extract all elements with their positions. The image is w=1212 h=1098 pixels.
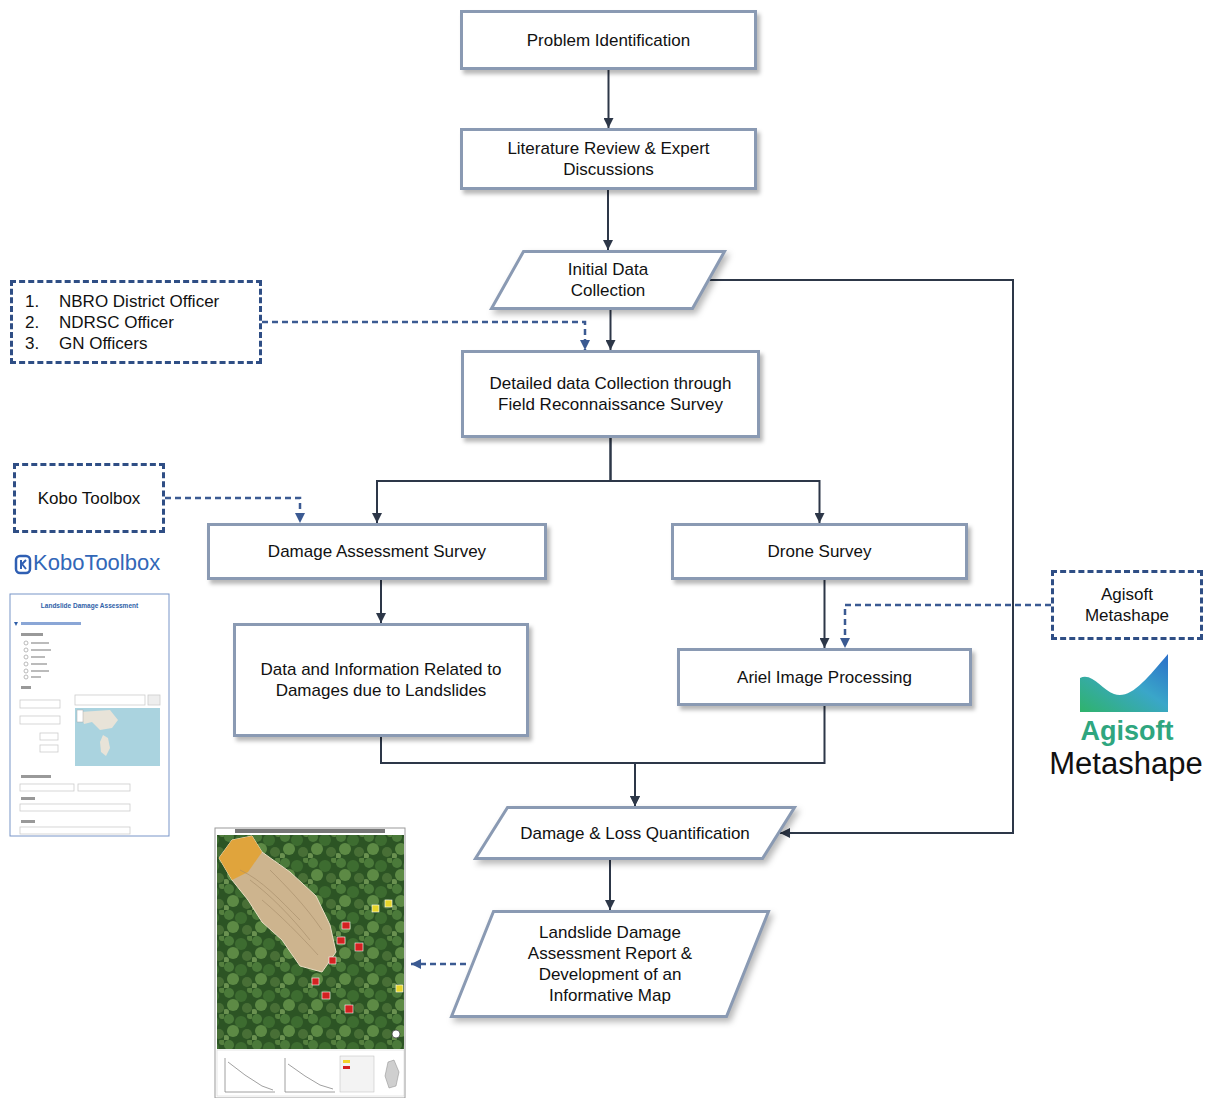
- flow-arrow: [824, 580, 826, 648]
- process-box: Detailed data Collection through Field R…: [461, 350, 760, 438]
- process-box: Drone Survey: [671, 523, 968, 580]
- data-parallelogram: Landslide Damage Assessment Report & Dev…: [450, 910, 770, 1018]
- flow-arrow: [381, 737, 635, 806]
- input-arrow: [165, 498, 300, 523]
- data-parallelogram: Initial Data Collection: [490, 250, 726, 310]
- node-text: Detailed data Collection through Field R…: [474, 373, 747, 415]
- node-text: Landslide Damage Assessment Report & Dev…: [500, 922, 720, 1006]
- list-item: NBRO District Officer: [59, 291, 219, 312]
- tool-box: Kobo Toolbox: [13, 463, 165, 533]
- list-item: GN Officers: [59, 333, 219, 354]
- list-number: 3.: [25, 333, 59, 354]
- logo-text: Agisoft: [1062, 716, 1192, 747]
- map-leader-arrow: [411, 963, 466, 966]
- node-text: Drone Survey: [768, 541, 872, 562]
- flow-arrow: [610, 310, 612, 350]
- source-list-box: 1.NBRO District Officer2.NDRSC Officer3.…: [10, 280, 262, 364]
- flow-arrow: [380, 580, 382, 623]
- list-number: 2.: [25, 312, 59, 333]
- flow-arrow: [635, 706, 825, 806]
- flow-arrow: [377, 438, 611, 523]
- flow-arrow: [611, 438, 820, 523]
- flow-arrow: [607, 190, 609, 250]
- process-box: Damage Assessment Survey: [207, 523, 547, 580]
- tool-box: Agisoft Metashape: [1051, 570, 1203, 640]
- landslide-map: [215, 828, 405, 1098]
- node-text: Ariel Image Processing: [737, 667, 912, 688]
- process-box: Literature Review & Expert Discussions: [460, 128, 757, 190]
- form-screenshot: [10, 594, 169, 836]
- logo-text: KoboToolbox: [33, 550, 160, 575]
- list-number: 1.: [25, 291, 59, 312]
- node-text: Literature Review & Expert Discussions: [473, 138, 744, 180]
- input-arrow: [845, 605, 1051, 648]
- flow-arrow: [609, 860, 611, 910]
- process-box: Problem Identification: [460, 10, 757, 70]
- process-box: Data and Information Related to Damages …: [233, 623, 529, 737]
- input-arrow: [262, 322, 585, 350]
- flow-arrow: [608, 70, 610, 128]
- node-text: Damage Assessment Survey: [268, 541, 486, 562]
- form-title: Landslide Damage Assessment: [10, 602, 169, 609]
- agisoft-logo-icon: [1080, 654, 1168, 712]
- logo-text: Metashape: [1040, 746, 1212, 782]
- node-text: Problem Identification: [527, 30, 690, 51]
- node-text: Data and Information Related to Damages …: [246, 659, 516, 701]
- list-item: NDRSC Officer: [59, 312, 219, 333]
- process-box: Ariel Image Processing: [677, 648, 972, 706]
- node-text: Agisoft Metashape: [1064, 584, 1190, 626]
- parallelogram-outline: [490, 250, 726, 310]
- data-parallelogram: Damage & Loss Quantification: [474, 806, 796, 860]
- node-text: Damage & Loss Quantification: [520, 823, 750, 844]
- kobo-logo-icon: [16, 556, 30, 573]
- node-text: Initial Data Collection: [530, 259, 686, 301]
- node-text: Kobo Toolbox: [38, 488, 141, 509]
